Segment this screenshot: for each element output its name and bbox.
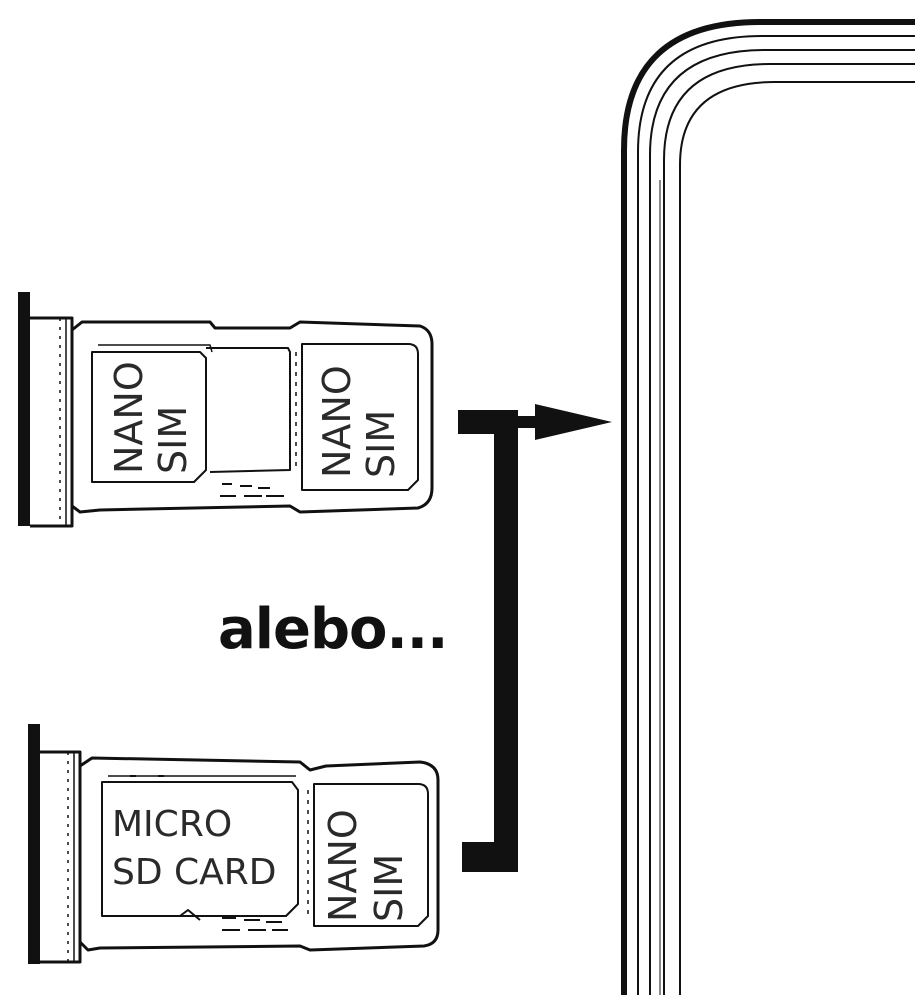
tray-top-right-label: NANO SIM: [315, 353, 403, 478]
insertion-arrow: [458, 404, 612, 872]
tray-bottom-left-label: MICRO SD CARD: [112, 804, 277, 893]
tray-bottom-end-cap: [28, 724, 40, 964]
tray-bottom-slot-right: [313, 783, 429, 927]
tray-top-slot-left: [91, 351, 207, 483]
tray-top-slot-right: [301, 343, 419, 491]
or-label: alebo...: [218, 597, 448, 662]
tray-bottom-slot-left: [101, 781, 299, 917]
tray-bottom-right-label: NANO SIM: [321, 797, 411, 922]
sim-tray-bottom: [28, 724, 440, 964]
phone-outline: [621, 19, 915, 995]
sim-tray-top: [18, 292, 434, 528]
tray-top-left-label: NANO SIM: [107, 349, 195, 474]
tray-top-end-cap: [18, 292, 30, 526]
